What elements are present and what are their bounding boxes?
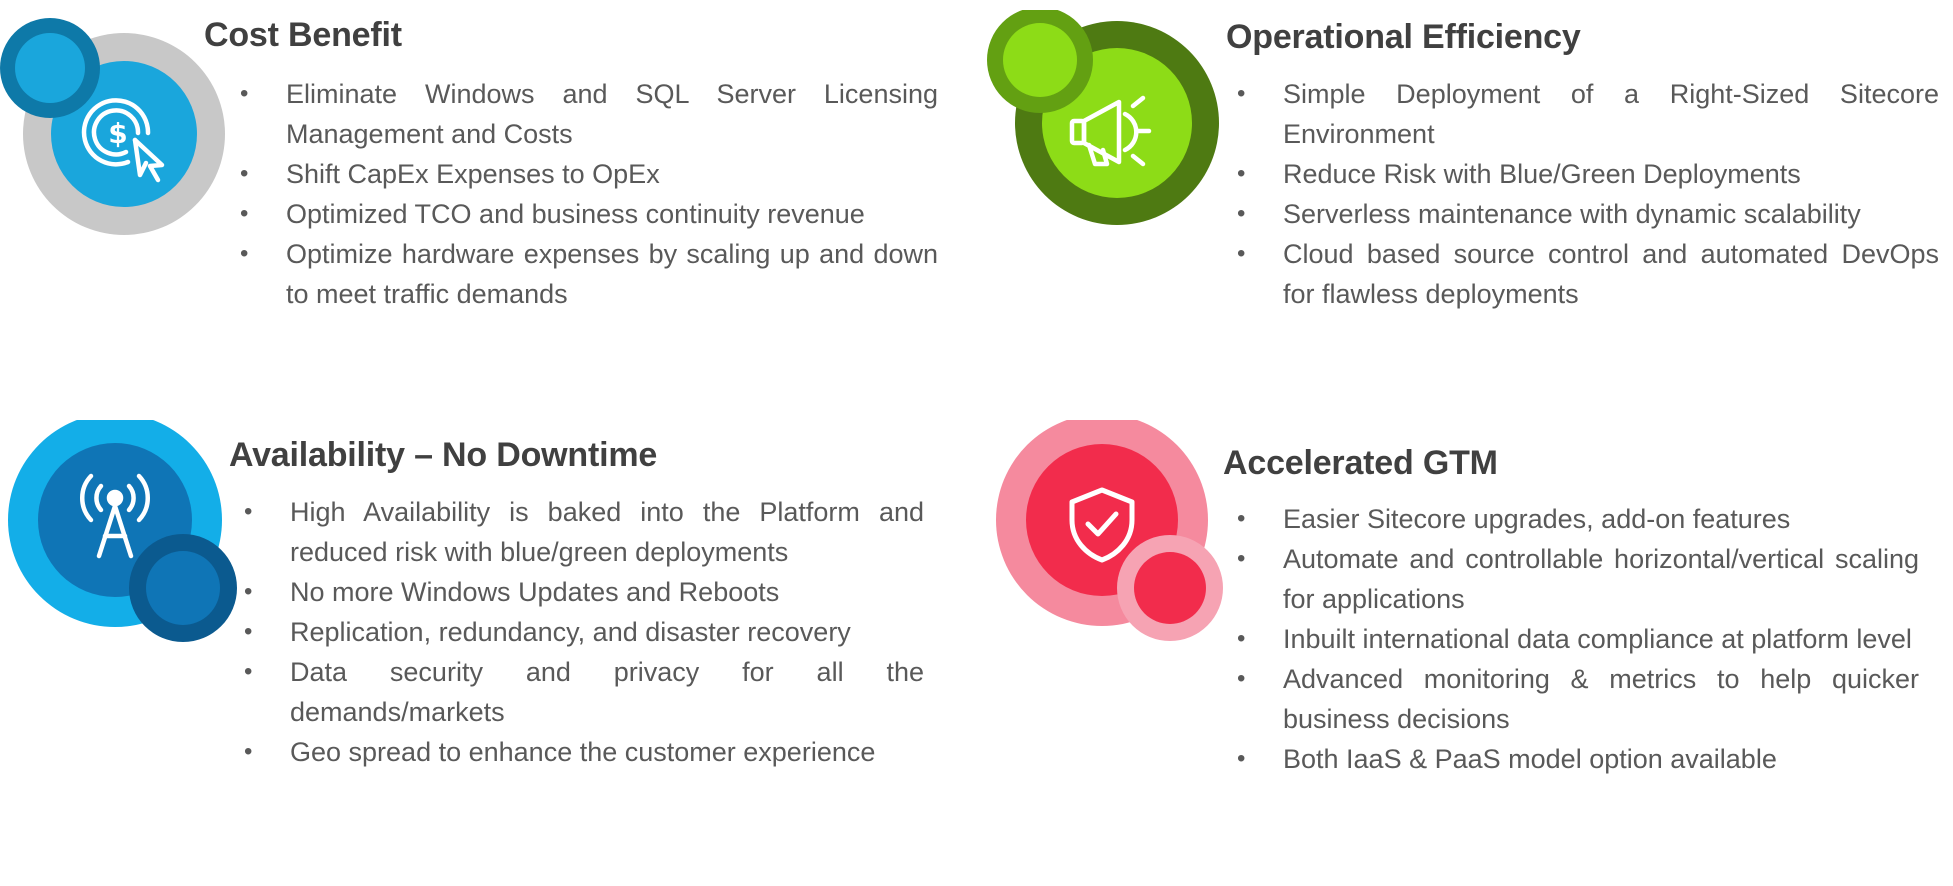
cost-benefit-badge: $ bbox=[0, 18, 225, 235]
bullet-list: High Availability is baked into the Plat… bbox=[244, 492, 924, 772]
list-item: Reduce Risk with Blue/Green Deployments bbox=[1237, 154, 1939, 194]
list-item: Data security and privacy for all the de… bbox=[244, 652, 924, 732]
bullet-list: Simple Deployment of a Right-Sized Sitec… bbox=[1237, 74, 1939, 314]
accelerated-gtm-badge bbox=[996, 420, 1223, 641]
list-item: High Availability is baked into the Plat… bbox=[244, 492, 924, 572]
section-title: Cost Benefit bbox=[204, 16, 402, 54]
list-item: Optimize hardware expenses by scaling up… bbox=[240, 234, 938, 314]
list-item: Eliminate Windows and SQL Server Licensi… bbox=[240, 74, 938, 154]
shield-check-icon bbox=[1069, 487, 1135, 563]
dollar-click-icon: $ bbox=[81, 98, 165, 183]
badge-small-inner bbox=[146, 551, 220, 625]
list-item: Inbuilt international data compliance at… bbox=[1237, 619, 1919, 659]
badge-small-inner bbox=[1134, 552, 1206, 624]
bullet-list: Eliminate Windows and SQL Server Licensi… bbox=[240, 74, 938, 314]
list-item: Optimized TCO and business continuity re… bbox=[240, 194, 938, 234]
list-item: Advanced monitoring & metrics to help qu… bbox=[1237, 659, 1919, 739]
list-item: Automate and controllable horizontal/ver… bbox=[1237, 539, 1919, 619]
list-item: Cloud based source control and automated… bbox=[1237, 234, 1939, 314]
badge-small-inner bbox=[15, 33, 85, 103]
section-title: Availability – No Downtime bbox=[229, 436, 658, 474]
list-item: Geo spread to enhance the customer exper… bbox=[244, 732, 924, 772]
operational-efficiency-badge bbox=[987, 10, 1219, 225]
availability-badge bbox=[8, 420, 237, 642]
list-item: Replication, redundancy, and disaster re… bbox=[244, 612, 924, 652]
svg-text:$: $ bbox=[108, 117, 127, 150]
list-item: Both IaaS & PaaS model option available bbox=[1237, 739, 1919, 779]
section-title: Accelerated GTM bbox=[1223, 444, 1498, 482]
list-item: Shift CapEx Expenses to OpEx bbox=[240, 154, 938, 194]
megaphone-icon bbox=[1069, 95, 1152, 167]
list-item: Easier Sitecore upgrades, add-on feature… bbox=[1237, 499, 1919, 539]
list-item: Serverless maintenance with dynamic scal… bbox=[1237, 194, 1939, 234]
broadcast-tower-icon bbox=[80, 473, 150, 559]
list-item: Simple Deployment of a Right-Sized Sitec… bbox=[1237, 74, 1939, 154]
bullet-list: Easier Sitecore upgrades, add-on feature… bbox=[1237, 499, 1919, 779]
list-item: No more Windows Updates and Reboots bbox=[244, 572, 924, 612]
section-title: Operational Efficiency bbox=[1226, 18, 1581, 56]
badge-small-inner bbox=[1003, 23, 1077, 97]
